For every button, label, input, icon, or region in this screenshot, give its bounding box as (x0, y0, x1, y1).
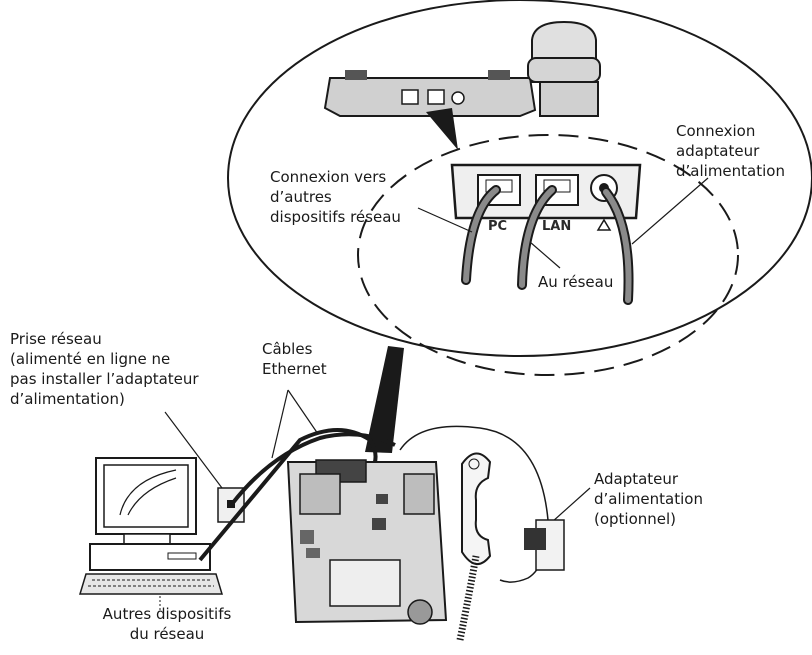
leader-connexion-vers (417, 207, 473, 233)
computer-icon (78, 457, 224, 595)
phone-side-view (323, 20, 601, 117)
zoom-callout-ellipse (227, 0, 812, 357)
power-adapter (524, 519, 565, 571)
callout-wedge (365, 346, 404, 453)
port-label-lan: LAN (542, 219, 571, 234)
label-adaptateur: Adaptateur d’alimentation (optionnel) (594, 470, 703, 528)
handset-cord (456, 555, 480, 641)
label-prise-reseau: Prise réseau (alimenté en ligne ne pas i… (10, 330, 199, 408)
label-connexion-adaptateur: Connexion adaptateur d’alimentation (676, 122, 785, 180)
ethernet-cable-1 (198, 428, 378, 562)
handset (461, 452, 492, 565)
label-au-reseau: Au réseau (538, 273, 614, 291)
label-autres-dispositifs: Autres dispositifs du réseau (102, 605, 232, 643)
label-cables-ethernet: Câbles Ethernet (262, 340, 327, 378)
leader-cables-2 (287, 389, 319, 435)
ip-phone-back (286, 459, 448, 625)
ethernet-cable-2 (230, 432, 396, 506)
detail-arrow (426, 108, 458, 150)
leader-prise (164, 411, 229, 497)
leader-adaptateur (551, 487, 591, 523)
leader-connexion-adaptateur (631, 177, 709, 245)
leader-au-reseau (529, 241, 561, 269)
leader-cables-1 (271, 389, 289, 459)
port-label-pc: PC (488, 219, 507, 234)
detail-dashed-ellipse (357, 134, 739, 376)
label-connexion-vers: Connexion vers d’autres dispositifs rése… (270, 168, 401, 226)
power-cable (399, 425, 549, 583)
